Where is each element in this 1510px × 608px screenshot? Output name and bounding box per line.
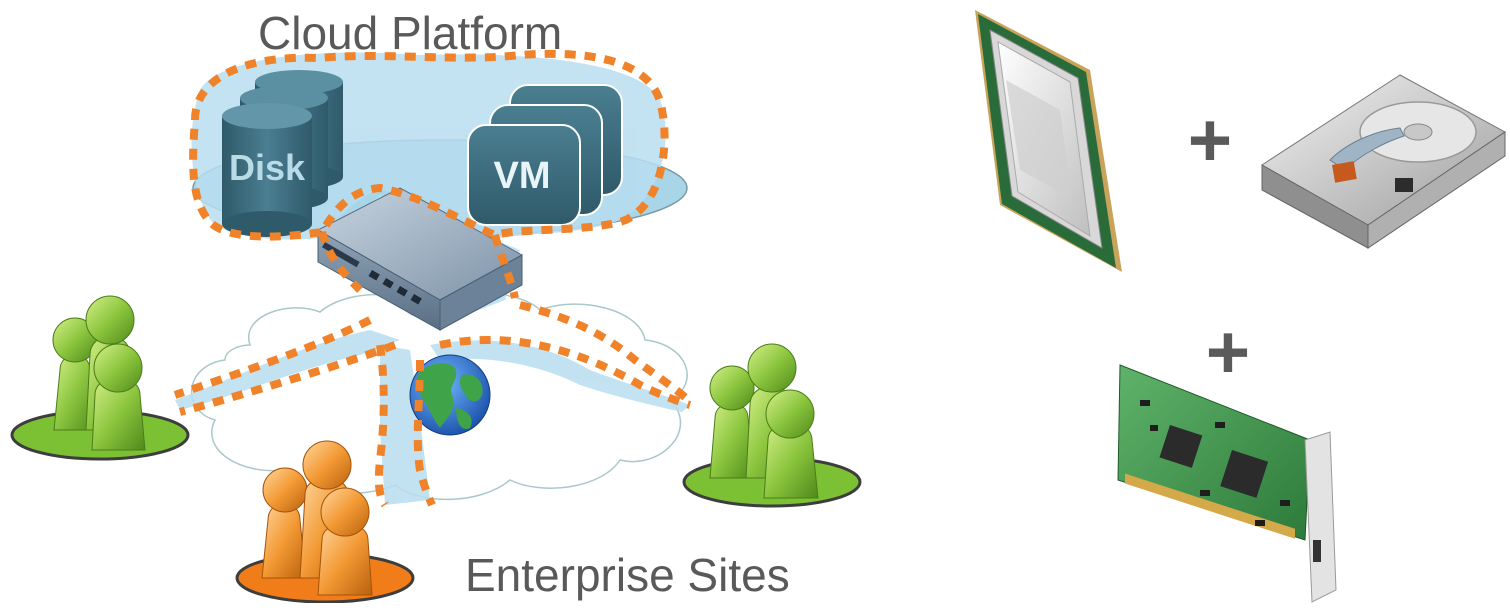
plus-sign-1: + [1188,98,1232,183]
user-group-icon-green-right [682,343,862,508]
hard-drive-icon [1261,74,1506,249]
cloud-platform-label: Cloud Platform [258,7,563,59]
user-group-icon-orange [235,440,415,604]
globe-icon [409,354,491,436]
network-switch-icon [316,187,524,331]
slice-outline [173,49,692,508]
disk-stack-icon [222,70,343,237]
plus-sign-2: + [1206,310,1250,395]
user-group-icon-green-left [10,295,190,461]
disk-label: Disk [229,147,306,188]
network-card-icon [1117,364,1337,603]
cpu-chip-icon [975,10,1122,272]
vm-label: VM [494,155,551,197]
enterprise-sites-label: Enterprise Sites [465,549,790,601]
vm-stack-icon [467,84,623,226]
